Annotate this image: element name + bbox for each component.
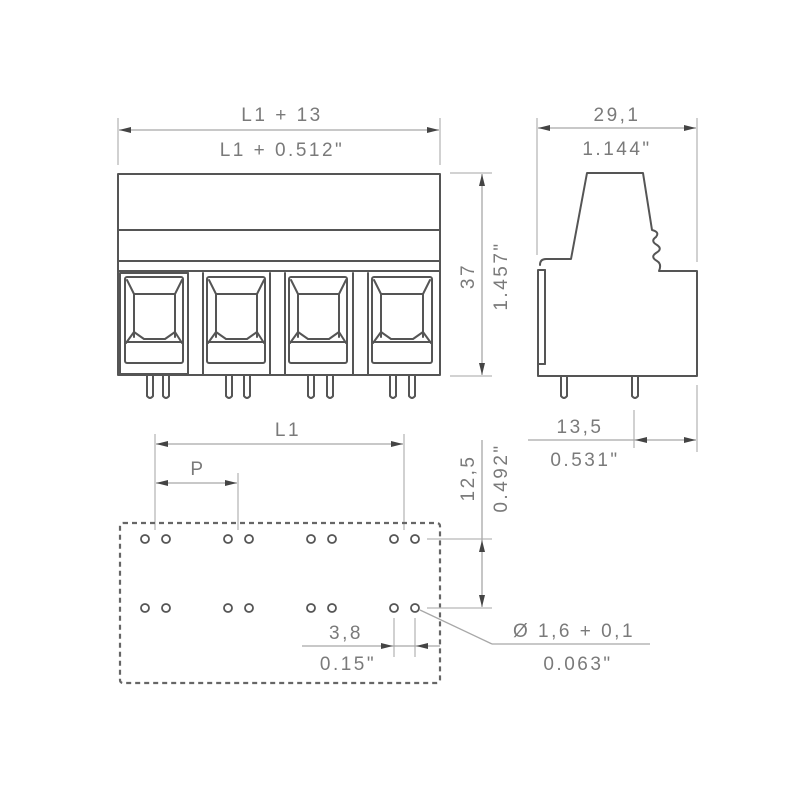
pcb-layout: L1 P (118, 420, 650, 685)
front-height-dimension: 37 1.457" (450, 172, 512, 377)
pcb-outline (118, 521, 442, 685)
pcb-hole-row-top (140, 534, 420, 544)
terminal-cell (352, 272, 433, 399)
terminal-cell (187, 272, 266, 399)
side-depth-in: 1.144" (582, 139, 651, 160)
row-spacing-in: 0.492" (491, 443, 512, 512)
hole-diameter-in: 0.063" (543, 654, 612, 675)
row-spacing-dimension: 12,5 0.492" (427, 440, 512, 609)
terminal-cell (269, 272, 348, 399)
front-width-in: L1 + 0.512" (220, 140, 345, 161)
side-pin-offset-in: 0.531" (550, 450, 619, 471)
span-label: L1 (275, 420, 301, 441)
terminal-block-housing (117, 173, 441, 376)
pin-spacing-dimension: 3,8 0.15" (302, 618, 440, 675)
front-height-mm: 37 (458, 263, 479, 289)
hole-diameter-mm: Ø 1,6 + 0,1 (513, 621, 635, 642)
side-depth-mm: 29,1 (594, 105, 641, 126)
hole-diameter-callout: Ø 1,6 + 0,1 0.063" (419, 609, 650, 675)
side-pin-offset-dimension: 13,5 0.531" (528, 385, 698, 471)
pitch-dimension: P (156, 459, 239, 530)
side-view: 29,1 1.144" 13,5 0.531" (528, 105, 698, 471)
pcb-hole-row-bottom (140, 603, 420, 613)
pitch-label: P (190, 459, 205, 480)
front-width-dimension: L1 + 13 L1 + 0.512" (117, 105, 441, 165)
span-dimension: L1 (154, 420, 405, 530)
front-width-mm: L1 + 13 (241, 105, 322, 126)
side-depth-dimension: 29,1 1.144" (536, 105, 698, 262)
row-spacing-mm: 12,5 (458, 455, 479, 502)
front-view: L1 + 13 L1 + 0.512" (117, 105, 512, 399)
terminal-cell (119, 272, 189, 399)
side-profile (537, 172, 698, 399)
pin-spacing-in: 0.15" (320, 654, 376, 675)
front-height-in: 1.457" (491, 241, 512, 310)
pin-spacing-mm: 3,8 (329, 623, 363, 644)
side-pin-offset-mm: 13,5 (557, 417, 604, 438)
